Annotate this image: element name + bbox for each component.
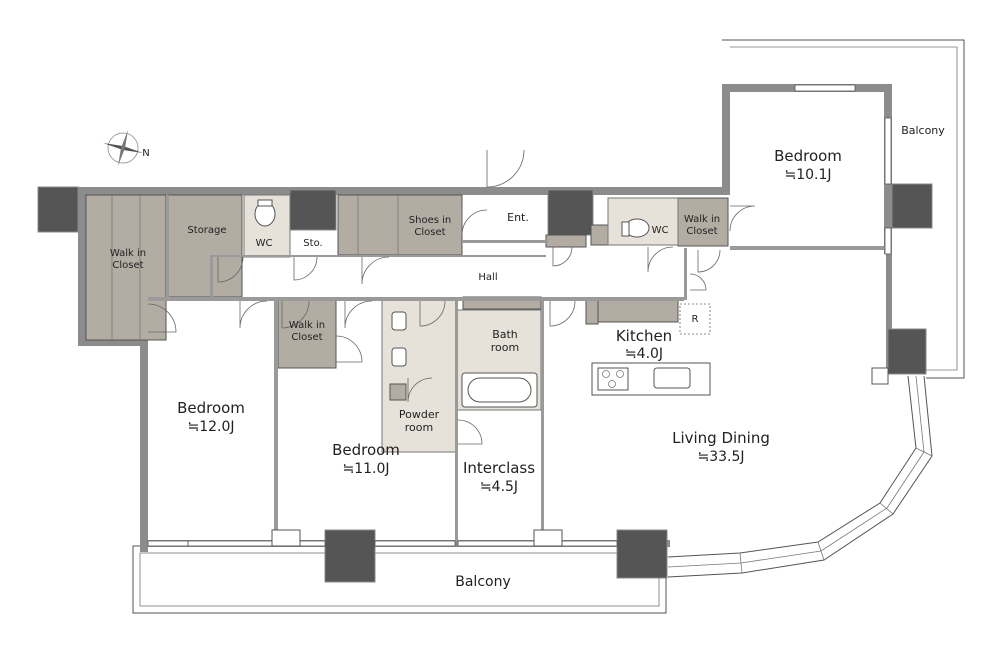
wic-c-line1: Walk in bbox=[289, 320, 325, 331]
wic-ne-line2: Closet bbox=[686, 226, 717, 237]
bedroom-w-name: Bedroom bbox=[177, 399, 245, 417]
bedroom-c-name: Bedroom bbox=[332, 441, 400, 459]
interclass-size: ≒4.5J bbox=[480, 479, 518, 495]
shoes-line2: Closet bbox=[414, 227, 445, 238]
balcony-south-outline bbox=[132, 545, 667, 614]
sto-label: Sto. bbox=[303, 238, 322, 249]
balcony-east-label: Balcony bbox=[901, 124, 945, 137]
bedroom-ne-name: Bedroom bbox=[774, 147, 842, 165]
bath-line2: room bbox=[491, 341, 519, 354]
ent-label: Ent. bbox=[507, 211, 529, 224]
balcony-south-label: Balcony bbox=[455, 574, 511, 590]
compass-north-label: N bbox=[142, 148, 149, 159]
powder-line2: room bbox=[405, 421, 433, 434]
bedroom-ne-size: ≒10.1J bbox=[784, 167, 831, 183]
doors bbox=[147, 149, 756, 445]
windows bbox=[147, 84, 892, 547]
interclass-name: Interclass bbox=[463, 459, 535, 477]
powder-line1: Powder bbox=[399, 408, 440, 421]
wc-e-label: WC bbox=[652, 225, 669, 236]
columns bbox=[37, 183, 933, 583]
living-size: ≒33.5J bbox=[697, 449, 744, 465]
interior-walls bbox=[148, 195, 886, 541]
refrigerator-label: R bbox=[692, 314, 699, 325]
bedroom-w-size: ≒12.0J bbox=[187, 419, 234, 435]
wic-ne-line1: Walk in bbox=[684, 214, 720, 225]
fixtures bbox=[254, 199, 711, 408]
shoes-line1: Shoes in bbox=[409, 215, 451, 226]
bath-line1: Bath bbox=[492, 328, 518, 341]
wic-c-line2: Closet bbox=[291, 332, 322, 343]
balcony-east-outline bbox=[722, 39, 965, 379]
kitchen-size: ≒4.0J bbox=[625, 346, 663, 362]
bay-window-wall bbox=[667, 375, 933, 578]
hall-label: Hall bbox=[478, 272, 497, 283]
living-name: Living Dining bbox=[672, 429, 770, 447]
kitchen-name: Kitchen bbox=[616, 327, 672, 345]
small-labels: Walk in Closet Walk in Closet Walk in Cl… bbox=[110, 124, 945, 590]
wic-w-line2: Closet bbox=[112, 260, 143, 271]
storage-label: Storage bbox=[187, 225, 226, 236]
compass-icon: N bbox=[103, 130, 150, 166]
wic-w-line1: Walk in bbox=[110, 248, 146, 259]
bedroom-c-size: ≒11.0J bbox=[342, 461, 389, 477]
wc-w-label: WC bbox=[256, 238, 273, 249]
room-labels: Bedroom ≒10.1J Bedroom ≒12.0J Bedroom ≒1… bbox=[177, 147, 842, 495]
